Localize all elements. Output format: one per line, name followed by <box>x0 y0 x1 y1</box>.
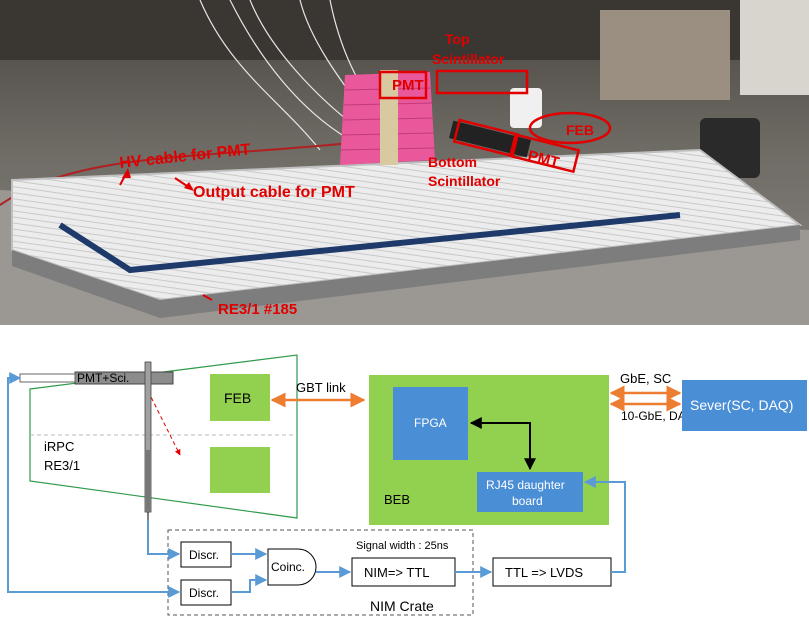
shelf <box>600 10 730 100</box>
top-scintillator-label-2: Scintillator <box>432 51 505 67</box>
readout-diagram: iRPC RE3/1 PMT+Sci. FEB GBT link BEB FPG… <box>0 325 809 617</box>
discr-label-1: Discr. <box>189 548 219 562</box>
wire-pmt-sci-discr <box>8 378 179 592</box>
vertical-pmt <box>146 450 150 512</box>
feb-label: FEB <box>224 390 251 406</box>
discr-label-2: Discr. <box>189 586 219 600</box>
gbt-link-label: GBT link <box>296 380 346 395</box>
setup-photo: PMT Top Scintillator HV cable for PMT Ou… <box>0 0 809 325</box>
chamber-id-label: RE3/1 #185 <box>218 301 297 318</box>
coinc-label: Coinc. <box>271 560 305 574</box>
signal-width-label: Signal width : 25ns <box>356 540 449 552</box>
feb-photo-label: FEB <box>566 122 594 138</box>
pmt-light-guide <box>20 374 75 382</box>
nim-crate-label: NIM Crate <box>370 598 434 614</box>
rj45-label-1: RJ45 daughter <box>486 478 565 492</box>
chamber-type: RE3/1 <box>44 458 80 473</box>
pmt-top-label: PMT <box>392 77 424 94</box>
nim-ttl-label: NIM=> TTL <box>364 565 430 580</box>
top-scintillator-label-1: Top <box>445 31 470 47</box>
pmt-sci-label: PMT+Sci. <box>77 371 129 385</box>
fpga-label: FPGA <box>414 416 447 430</box>
rj45-label-2: board <box>512 494 543 508</box>
beb-label: BEB <box>384 492 410 507</box>
output-cable-label: Output cable for PMT <box>193 184 355 201</box>
poster <box>740 0 809 95</box>
feb-box-2 <box>210 447 270 493</box>
bottom-scintillator-label-1: Bottom <box>428 154 477 170</box>
wire-discr2-coinc <box>231 580 266 592</box>
bottom-scintillator-label-2: Scintillator <box>428 173 501 189</box>
chamber-name: iRPC <box>44 439 74 454</box>
server-label: Sever(SC, DAQ) <box>690 397 793 413</box>
gbe-sc-label: GbE, SC <box>620 371 671 386</box>
ttl-lvds-label: TTL => LVDS <box>505 565 583 580</box>
wire-vertical-pmt-discr <box>148 520 179 554</box>
